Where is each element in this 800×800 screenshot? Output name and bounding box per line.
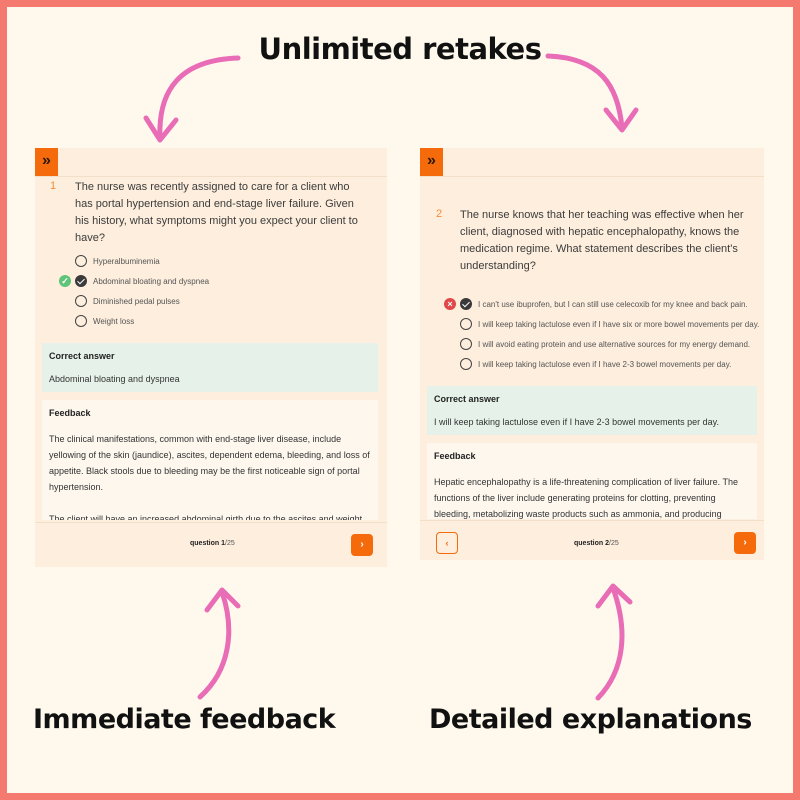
arrow-bottom-right (595, 585, 625, 701)
option-1[interactable]: I can't use ibuprofen, but I can still u… (460, 294, 759, 314)
quiz-card-1: » 1 The nurse was recently assigned to c… (35, 148, 387, 567)
feedback-title: Feedback (434, 451, 476, 461)
card-topbar: » (35, 148, 387, 177)
arrowhead-top-left (143, 115, 179, 143)
option-4[interactable]: Weight loss (75, 311, 209, 331)
question-text: The nurse knows that her teaching was ef… (460, 209, 744, 272)
previous-button[interactable]: ‹ (436, 532, 458, 554)
correct-answer-box: Correct answer I will keep taking lactul… (427, 386, 757, 435)
wrong-x-icon: × (444, 298, 456, 310)
arrowhead-bottom-left (204, 587, 241, 613)
option-3[interactable]: Diminished pedal pulses (75, 291, 209, 311)
arrowhead-top-right (603, 107, 639, 133)
arrow-top-right (545, 53, 625, 131)
radio-icon[interactable] (460, 358, 472, 370)
feedback-box: Feedback Hepatic encephalopathy is a lif… (427, 443, 757, 519)
radio-icon[interactable] (75, 315, 87, 327)
question-counter: question 2/25 (574, 540, 619, 547)
arrowhead-bottom-right (595, 583, 633, 609)
card-footer: question 1/25 › (35, 522, 387, 567)
feedback-box: Feedback The clinical manifestations, co… (42, 400, 378, 520)
feedback-title: Feedback (49, 408, 91, 418)
feedback-body: Hepatic encephalopathy is a life-threate… (434, 477, 739, 519)
caption-unlimited-retakes: Unlimited retakes (258, 32, 542, 66)
option-2[interactable]: Abdominal bloating and dyspnea (75, 271, 209, 291)
question-text: The nurse was recently assigned to care … (75, 181, 358, 244)
option-3[interactable]: I will avoid eating protein and use alte… (460, 334, 759, 354)
radio-icon[interactable] (75, 295, 87, 307)
expand-menu-icon[interactable]: » (420, 148, 443, 176)
correct-answer-title: Correct answer (49, 351, 115, 361)
correct-answer-title: Correct answer (434, 394, 500, 404)
correct-answer-text: Abdominal bloating and dyspnea (49, 374, 180, 384)
next-button[interactable]: › (351, 534, 373, 556)
correct-answer-box: Correct answer Abdominal bloating and dy… (42, 343, 378, 392)
card-topbar: » (420, 148, 764, 177)
radio-icon[interactable] (460, 338, 472, 350)
option-4[interactable]: I will keep taking lactulose even if I h… (460, 354, 759, 374)
feedback-body: The clinical manifestations, common with… (49, 434, 370, 520)
option-2[interactable]: I will keep taking lactulose even if I h… (460, 314, 759, 334)
radio-icon[interactable] (460, 318, 472, 330)
option-1[interactable]: Hyperalbuminemia (75, 251, 209, 271)
caption-detailed-explanations: Detailed explanations (429, 704, 752, 735)
quiz-card-2: » 2 The nurse knows that her teaching wa… (420, 148, 764, 560)
answer-options: Hyperalbuminemia Abdominal bloating and … (75, 251, 209, 331)
card-footer: ‹ question 2/25 › (420, 520, 764, 560)
radio-checked-icon[interactable] (75, 275, 87, 287)
radio-checked-icon[interactable] (460, 298, 472, 310)
expand-menu-icon[interactable]: » (35, 148, 58, 176)
answer-options: I can't use ibuprofen, but I can still u… (460, 294, 759, 374)
caption-immediate-feedback: Immediate feedback (33, 704, 336, 735)
arrow-top-left (157, 55, 241, 141)
question-counter: question 1/25 (190, 540, 235, 547)
next-button[interactable]: › (734, 532, 756, 554)
radio-icon[interactable] (75, 255, 87, 267)
arrow-bottom-left (197, 589, 232, 700)
question-number: 2 (436, 208, 443, 220)
correct-check-icon: ✓ (59, 275, 71, 287)
question-number: 1 (50, 180, 57, 192)
correct-answer-text: I will keep taking lactulose even if I h… (434, 417, 719, 427)
